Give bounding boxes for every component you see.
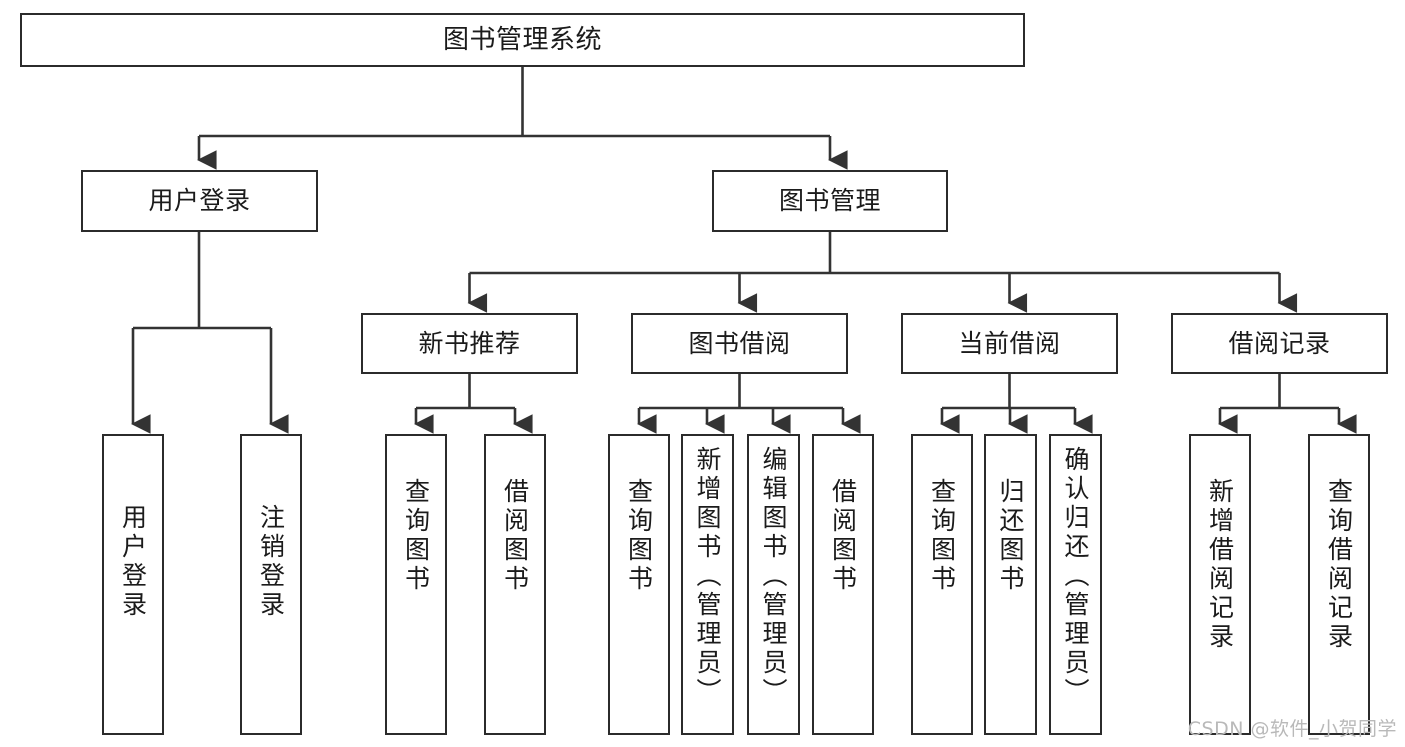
node-leaf-borrow-edit-book-admin[interactable]: 编辑图书（管理员）: [747, 434, 800, 735]
node-leaf-borrow-query-books[interactable]: 查询图书: [608, 434, 670, 735]
node-book-management-system[interactable]: 图书管理系统: [20, 13, 1025, 67]
node-label: 新书推荐: [418, 328, 521, 358]
node-book-management[interactable]: 图书管理: [712, 170, 948, 232]
node-leaf-records-add-record[interactable]: 新增借阅记录: [1189, 434, 1251, 735]
node-label: 查询图书: [927, 478, 957, 594]
node-label: 编辑图书（管理员）: [759, 446, 788, 707]
node-borrowing-records[interactable]: 借阅记录: [1171, 313, 1388, 374]
node-label: 图书管理: [778, 186, 881, 216]
node-label: 用户登录: [148, 186, 251, 216]
node-leaf-user-logout[interactable]: 注销登录: [240, 434, 302, 735]
node-label: 新增图书（管理员）: [693, 446, 722, 707]
node-label: 查询借阅记录: [1324, 478, 1354, 652]
node-leaf-newbook-query-books[interactable]: 查询图书: [385, 434, 447, 735]
node-new-book-recommendation[interactable]: 新书推荐: [361, 313, 578, 374]
node-leaf-borrow-lend-books[interactable]: 借阅图书: [812, 434, 874, 735]
node-label: 新增借阅记录: [1205, 478, 1235, 652]
node-current-borrowing[interactable]: 当前借阅: [901, 313, 1118, 374]
node-label: 当前借阅: [958, 328, 1061, 358]
node-leaf-newbook-borrow-books[interactable]: 借阅图书: [484, 434, 546, 735]
node-leaf-current-query-books[interactable]: 查询图书: [911, 434, 973, 735]
node-label: 用户登录: [118, 504, 148, 620]
node-label: 查询图书: [401, 478, 431, 594]
node-leaf-borrow-add-book-admin[interactable]: 新增图书（管理员）: [681, 434, 734, 735]
node-label: 图书借阅: [688, 328, 791, 358]
node-label: 借阅记录: [1228, 328, 1331, 358]
node-label: 注销登录: [256, 504, 286, 620]
node-user-login[interactable]: 用户登录: [81, 170, 318, 232]
node-book-borrowing[interactable]: 图书借阅: [631, 313, 848, 374]
csdn-watermark: CSDN @软件_小贺同学: [1187, 718, 1397, 740]
node-label: 确认归还（管理员）: [1061, 446, 1090, 707]
node-leaf-user-login[interactable]: 用户登录: [102, 434, 164, 735]
node-label: 借阅图书: [828, 478, 858, 594]
node-label: 查询图书: [624, 478, 654, 594]
node-leaf-current-confirm-return-admin[interactable]: 确认归还（管理员）: [1049, 434, 1102, 735]
node-label: 借阅图书: [500, 478, 530, 594]
node-leaf-current-return-books[interactable]: 归还图书: [984, 434, 1037, 735]
node-leaf-records-query-record[interactable]: 查询借阅记录: [1308, 434, 1370, 735]
node-label: 图书管理系统: [442, 24, 602, 55]
node-label: 归还图书: [996, 478, 1025, 594]
